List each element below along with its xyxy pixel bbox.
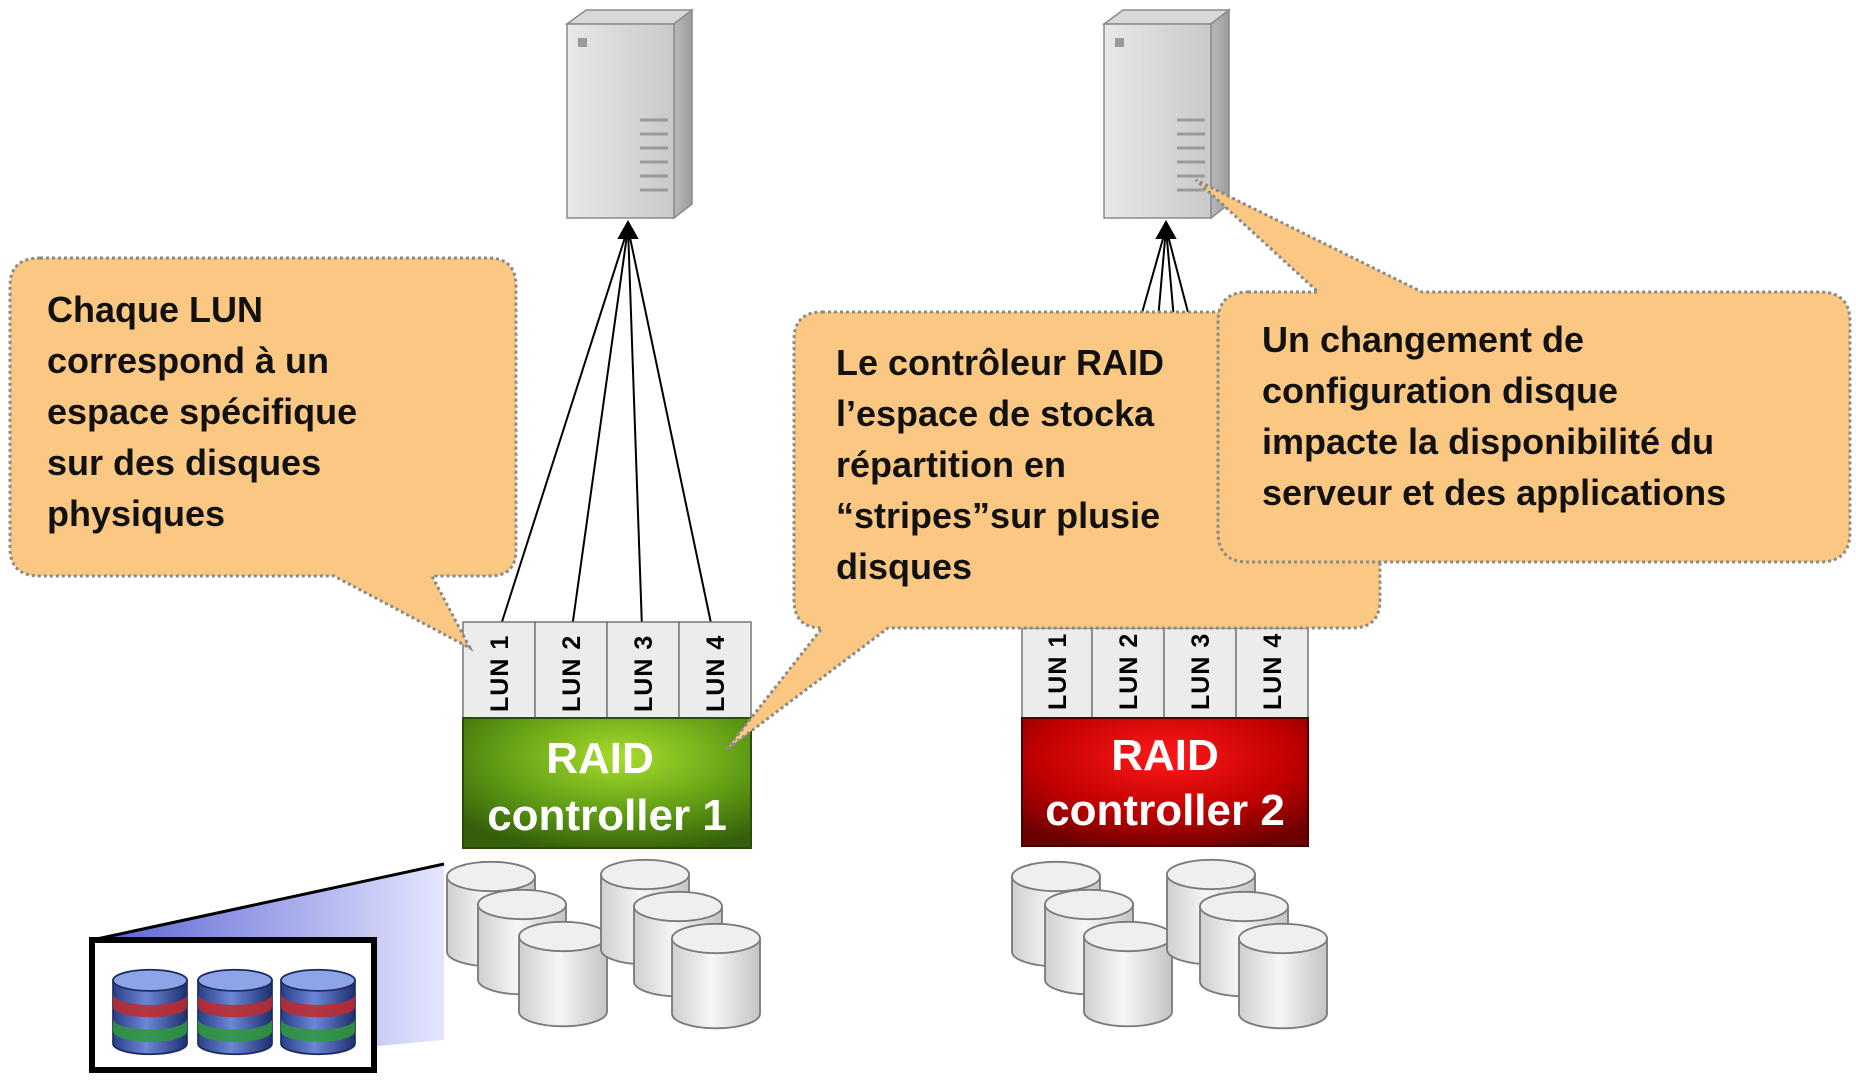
controller-name: controller 1 bbox=[487, 791, 727, 840]
lun-label: LUN 3 bbox=[1187, 633, 1215, 710]
lun-connections-right bbox=[1139, 219, 1191, 321]
disk-array-left bbox=[446, 858, 761, 1030]
callout-text: Chaque LUN correspond à un espace spécif… bbox=[47, 289, 367, 534]
lun-label: LUN 3 bbox=[630, 635, 658, 712]
lun-label: LUN 1 bbox=[486, 635, 514, 712]
callout-raid: Le contrôleur RAID l’espace de stocka ré… bbox=[724, 310, 1382, 752]
lun-connections-left bbox=[499, 219, 713, 629]
lun-row-right: LUN 1 LUN 2 LUN 3 LUN 4 bbox=[1021, 627, 1309, 719]
lun-row-left: LUN 1 LUN 2 LUN 3 LUN 4 bbox=[462, 621, 752, 719]
lun-label: LUN 1 bbox=[1044, 633, 1072, 710]
controller-title: RAID bbox=[546, 734, 654, 783]
lun-label: LUN 2 bbox=[558, 635, 586, 712]
callout-lun: Chaque LUN correspond à un espace spécif… bbox=[8, 256, 518, 652]
callout-text: Le contrôleur RAID l’espace de stocka ré… bbox=[836, 342, 1174, 587]
server-icon-right bbox=[1101, 8, 1232, 220]
lun-label: LUN 4 bbox=[1259, 633, 1287, 710]
striped-disks-inset bbox=[89, 937, 377, 1073]
lun-label: LUN 2 bbox=[1115, 633, 1143, 710]
controller-title: RAID bbox=[1111, 731, 1219, 780]
controller-name: controller 2 bbox=[1045, 786, 1285, 835]
disk-array-right bbox=[1011, 858, 1328, 1030]
raid-controller-2: RAID controller 2 bbox=[1021, 717, 1309, 847]
callout-text: Un changement de configuration disque im… bbox=[1262, 319, 1726, 513]
raid-controller-1: RAID controller 1 bbox=[462, 717, 752, 849]
server-icon-left bbox=[564, 8, 695, 220]
callout-config: Un changement de configuration disque im… bbox=[1194, 178, 1852, 564]
lun-label: LUN 4 bbox=[702, 635, 730, 712]
